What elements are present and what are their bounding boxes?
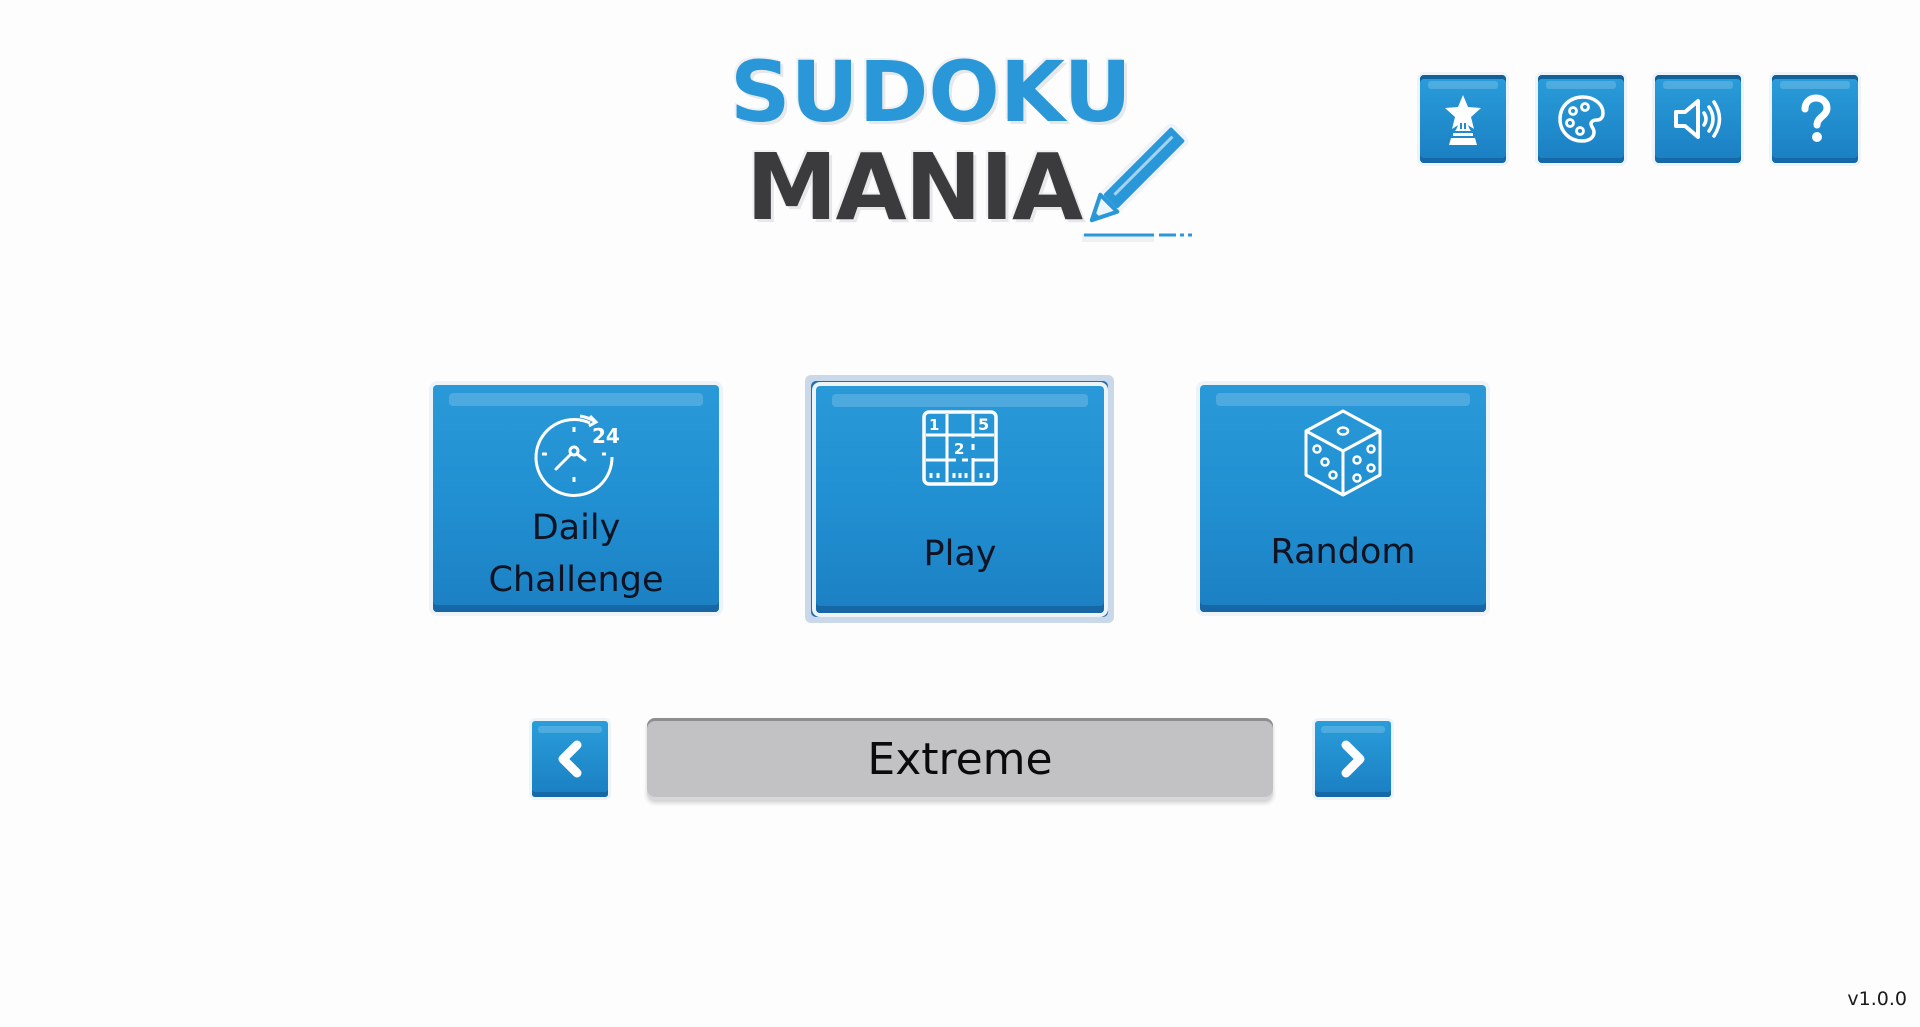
sudoku-grid-icon: 1 5 2 [922, 410, 998, 486]
svg-text:2: 2 [954, 440, 964, 458]
play-button[interactable]: 1 5 2 Play [816, 386, 1104, 613]
logo-title-sudoku: SUDOKU [730, 43, 1132, 141]
chevron-left-icon [558, 740, 582, 778]
logo-title-mania: MANIA [746, 134, 1083, 241]
help-button[interactable] [1772, 75, 1858, 163]
daily-label-line2: Challenge [488, 560, 664, 600]
svg-text:5: 5 [978, 415, 989, 434]
pencil-icon [1082, 123, 1192, 242]
dice-icon [1304, 409, 1382, 497]
trophy-star-icon [1445, 95, 1481, 145]
svg-text:24: 24 [592, 424, 620, 448]
random-button[interactable]: Random [1200, 385, 1486, 612]
question-icon [1801, 94, 1831, 142]
clock-24-icon: 24 [534, 414, 620, 497]
palette-icon [1558, 95, 1605, 143]
speaker-icon [1674, 99, 1722, 139]
achievements-button[interactable] [1420, 75, 1506, 163]
difficulty-value: Extreme [867, 733, 1053, 785]
svg-text:1: 1 [929, 416, 939, 434]
version-label: v1.0.0 [1847, 988, 1907, 1010]
chevron-right-icon [1341, 740, 1365, 778]
difficulty-display: Extreme [647, 718, 1273, 800]
previous-difficulty-button[interactable] [532, 721, 608, 797]
game-logo: SUDOKU MANIA [730, 50, 1200, 245]
play-label: Play [923, 534, 997, 574]
random-label: Random [1270, 532, 1416, 572]
daily-challenge-button[interactable]: 24 Daily Challenge [433, 385, 719, 612]
themes-button[interactable] [1538, 75, 1624, 163]
daily-label-line1: Daily [531, 508, 621, 548]
next-difficulty-button[interactable] [1315, 721, 1391, 797]
sound-button[interactable] [1655, 75, 1741, 163]
